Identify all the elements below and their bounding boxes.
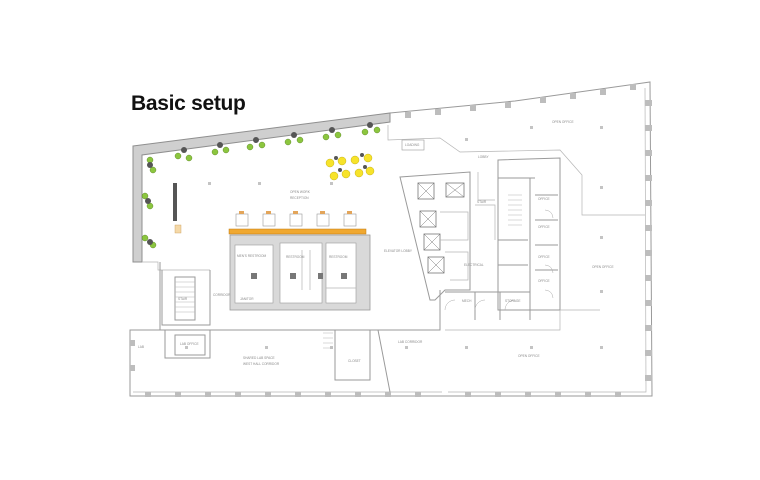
door-swings [444, 209, 554, 311]
cafe-tables [334, 153, 367, 172]
label-mens-restroom: MEN'S RESTROOM [237, 254, 266, 258]
label-lab-office: LAB OFFICE [180, 342, 199, 346]
stall-lines [301, 250, 356, 290]
page-title: Basic setup [131, 92, 246, 115]
lounge-chairs-green [141, 126, 381, 249]
reception-desk-north [401, 139, 425, 151]
label-open-office-e: OPEN OFFICE [592, 265, 614, 269]
label-office-1: OFFICE [538, 197, 550, 201]
window-posts [130, 84, 652, 397]
label-office-4: OFFICE [538, 279, 550, 283]
label-restroom-a: RESTROOM [286, 255, 305, 259]
stair-treads-south [323, 332, 333, 349]
stair-treads-east [508, 194, 522, 226]
label-mech: MECH [462, 299, 472, 303]
corridor-walls [387, 125, 645, 331]
east-rooms [497, 157, 561, 311]
label-stair: STAIR [477, 200, 487, 204]
south-service-rooms [439, 290, 531, 320]
label-stair-w: STAIR [178, 297, 188, 301]
workstation-chairs [239, 211, 352, 214]
lounge-tables [145, 122, 373, 245]
label-reception: RECEPTION [290, 196, 309, 200]
service-core [399, 171, 471, 301]
building-inner-east-wall [448, 87, 647, 393]
west-lab-wing [161, 270, 211, 326]
restroom-b [279, 242, 323, 304]
elevators [417, 182, 465, 274]
label-elevator-lobby: ELEVATOR LOBBY [384, 249, 413, 253]
label-corridor: CORRIDOR [213, 293, 231, 297]
label-janitor: JANITOR [240, 297, 254, 301]
kiosk [174, 224, 182, 234]
columns [185, 126, 603, 349]
display-wall [173, 183, 177, 221]
label-west-hall: WEST HALL CORRIDOR [243, 362, 280, 366]
workstations [235, 213, 357, 227]
label-lab-corridor: LAB CORRIDOR [398, 340, 423, 344]
label-shared-lab: SHARED LAB SPACE [243, 356, 275, 360]
elevator-x-marks [417, 182, 465, 274]
south-offices [130, 316, 441, 393]
label-office-3: OFFICE [538, 255, 550, 259]
label-lab-small: LAB [138, 345, 144, 349]
core-rooms [440, 172, 496, 281]
reception-counter [228, 228, 367, 235]
label-open-work: OPEN WORK [290, 190, 311, 194]
fixtures [251, 273, 347, 279]
label-open-office-se: OPEN OFFICE [518, 354, 540, 358]
label-storage: STORAGE [505, 299, 521, 303]
label-office-2: OFFICE [538, 225, 550, 229]
label-electrical: ELECTRICAL [464, 263, 484, 267]
label-closet: CLOSET [348, 359, 361, 363]
label-loading: LOADING [405, 143, 420, 147]
label-restroom-b: RESTROOM [329, 255, 348, 259]
label-open-office-ne: OPEN OFFICE [552, 120, 574, 124]
north-wing-inner-edge [142, 261, 210, 271]
stair-treads-west [175, 281, 195, 313]
cafe-chairs-yellow [325, 153, 375, 181]
label-lobby-south: LOBBY [478, 155, 490, 159]
